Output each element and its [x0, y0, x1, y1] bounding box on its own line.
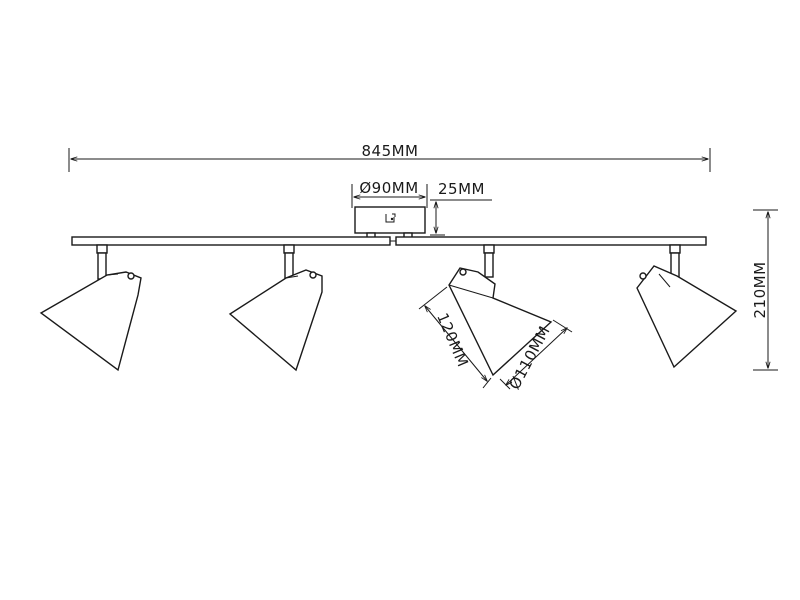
ceiling-canopy: [354, 206, 426, 242]
mounting-bar: [71, 236, 707, 246]
spotlight-4: [636, 244, 738, 369]
total-length-dimension: 845MM: [68, 142, 711, 172]
total-height-label: 210MM: [751, 261, 769, 318]
canopy-height-dimension: 25MM: [430, 180, 492, 236]
spotlight-1: [39, 244, 142, 372]
spotlight-2: [228, 244, 323, 372]
total-length-label: 845MM: [361, 142, 418, 160]
canopy-diameter-label: Ø90MM: [359, 179, 418, 197]
canopy-height-label: 25MM: [438, 180, 485, 198]
total-height-dimension: 210MM: [751, 209, 778, 371]
canopy-diameter-dimension: Ø90MM: [351, 179, 428, 208]
spotlight-3: [448, 244, 553, 377]
